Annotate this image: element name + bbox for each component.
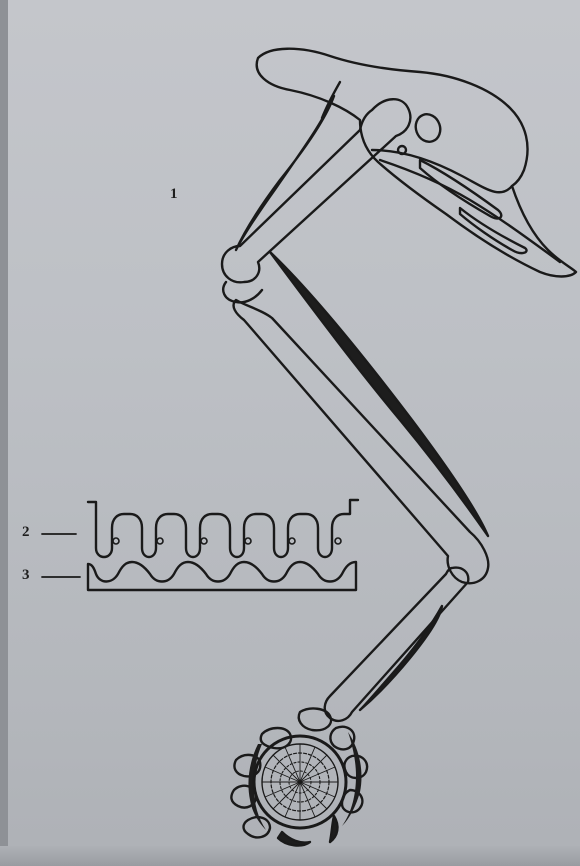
toe-segment-5 (244, 817, 271, 837)
claw (278, 832, 310, 845)
perch-rays (262, 744, 338, 820)
tendon-sheath-inset (88, 500, 358, 557)
sheath-dot-4 (245, 538, 251, 544)
sheath-dot-1 (113, 538, 119, 544)
tibiotarsus-bone (234, 300, 489, 583)
label-3: 3 (22, 567, 30, 584)
sheath-dot-2 (157, 538, 163, 544)
toe-segment-1 (299, 709, 331, 731)
claw-2 (330, 816, 337, 842)
tendon-ridge-inset (88, 562, 356, 590)
sheath-dot-6 (335, 538, 341, 544)
label-2: 2 (22, 524, 30, 541)
obturator-foramen (412, 111, 444, 146)
femur-muscle (236, 96, 334, 250)
acetabulum-hole (398, 146, 406, 154)
sheath-dot-5 (289, 538, 295, 544)
knee-joint (223, 282, 262, 302)
tibia-muscle (270, 252, 488, 536)
sheath-dot-3 (201, 538, 207, 544)
pelvis-inner-contour (380, 160, 560, 262)
pelvis-bone (257, 49, 576, 277)
femur-bone (222, 99, 410, 282)
label-1: 1 (170, 186, 178, 203)
